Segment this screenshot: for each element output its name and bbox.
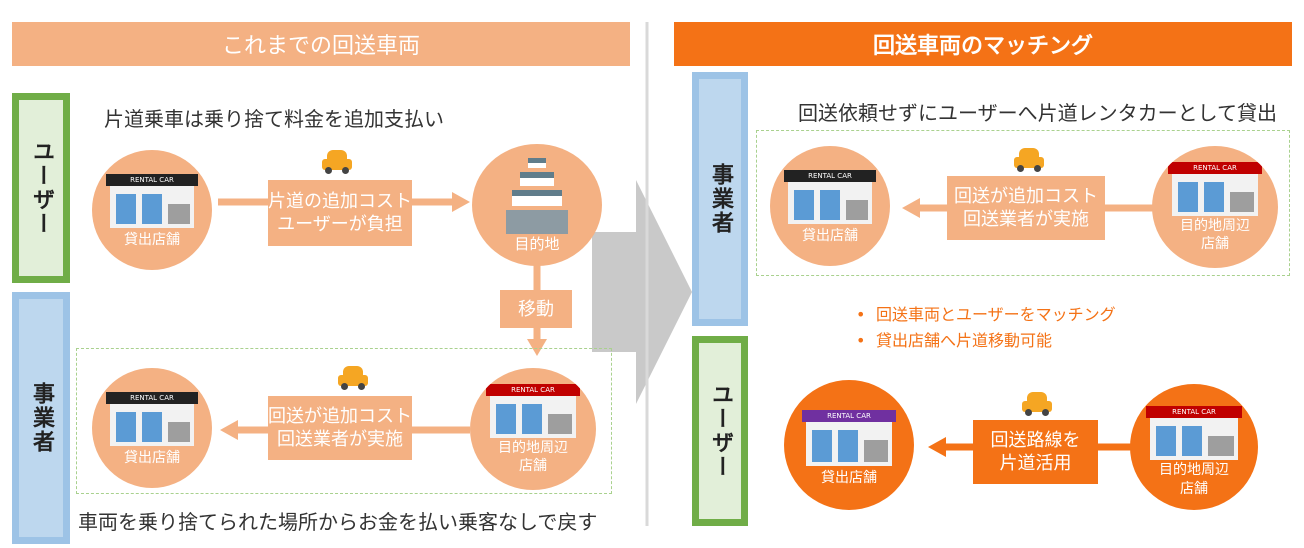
right-user-origin-store-circle: RENTAL CAR 貸出店舗 — [784, 380, 914, 510]
bullet-dot-icon: • — [856, 305, 866, 324]
right-operator-cost-line1: 回送が追加コスト — [954, 186, 1098, 207]
right-dest-store-circle: RENTAL CAR 目的地周辺 店舗 — [1152, 146, 1278, 268]
right-operator-caption: 回送依頼せずにユーザーへ片道レンタカーとして貸出 — [798, 101, 1277, 125]
left-operator-cost-box: 回送が追加コスト 回送業者が実施 — [268, 396, 412, 460]
store-icon: RENTAL CAR — [106, 174, 198, 228]
bullet-dot-icon: • — [856, 331, 866, 350]
right-operator-cost-line2: 回送業者が実施 — [963, 209, 1089, 230]
left-operator-caption: 車両を乗り捨てられた場所からお金を払い乗客なしで戻す — [78, 510, 598, 534]
bullet-text-2: 貸出店舗へ片道移動可能 — [876, 331, 1053, 350]
right-operator-label-bar: 事業者 — [692, 72, 748, 326]
left-destination-circle: 目的地 — [472, 144, 602, 266]
store-sign-text: RENTAL CAR — [1193, 164, 1237, 172]
store-icon: RENTAL CAR — [106, 392, 198, 446]
right-operator-cost-box: 回送が追加コスト 回送業者が実施 — [947, 176, 1105, 240]
right-user-route-line1: 回送路線を — [990, 430, 1081, 451]
right-op-arrowhead — [902, 198, 920, 218]
store-sign-text: RENTAL CAR — [130, 394, 174, 402]
right-operator-car-icon — [1014, 148, 1044, 172]
left-operator-cost-line1: 回送が追加コスト — [268, 406, 412, 427]
bullet-text-1: 回送車両とユーザーをマッチング — [876, 305, 1116, 324]
left-destination-label: 目的地 — [514, 235, 560, 253]
right-user-route-line2: 片道活用 — [999, 453, 1072, 474]
right-user-dest-store-label-2: 店舗 — [1180, 481, 1208, 497]
right-user-route-box: 回送路線を 片道活用 — [973, 420, 1098, 484]
left-move-label: 移動 — [518, 298, 554, 320]
store-sign-text: RENTAL CAR — [1172, 408, 1216, 416]
left-origin-store-label: 貸出店舗 — [124, 232, 180, 248]
left-user-car-icon — [322, 150, 352, 174]
left-operator-car-icon — [338, 366, 368, 390]
left-user-arrowhead — [452, 192, 470, 212]
right-dest-store-label-2: 店舗 — [1201, 236, 1229, 252]
left-header: これまでの回送車両 — [12, 22, 630, 66]
left-user-label: ユーザー — [29, 140, 54, 236]
left-move-arrowhead — [527, 339, 547, 356]
right-bullet-list: • 回送車両とユーザーをマッチング • 貸出店舗へ片道移動可能 — [856, 302, 1116, 354]
bullet-item: • 回送車両とユーザーをマッチング — [856, 302, 1116, 328]
right-origin-store-label: 貸出店舗 — [802, 228, 858, 244]
store-sign-text: RENTAL CAR — [808, 172, 852, 180]
store-icon: RENTAL CAR — [802, 410, 896, 466]
store-icon: RENTAL CAR — [784, 170, 876, 224]
left-operator-label-bar: 事業者 — [12, 292, 70, 544]
right-header-title: 回送車両のマッチング — [872, 34, 1093, 59]
right-user-label-bar: ユーザー — [692, 336, 748, 526]
store-sign-text: RENTAL CAR — [511, 386, 555, 394]
store-sign-text: RENTAL CAR — [130, 176, 174, 184]
left-user-cost-line2: ユーザーが負担 — [277, 214, 403, 235]
left-op-arrowhead — [220, 420, 238, 440]
left-user-cost-line1: 片道の追加コスト — [268, 191, 412, 212]
right-header: 回送車両のマッチング — [674, 22, 1292, 66]
right-operator-label: 事業者 — [708, 163, 733, 235]
right-operator-dashed-frame — [756, 130, 1290, 276]
right-origin-store-circle: RENTAL CAR 貸出店舗 — [770, 146, 890, 266]
left-user-cost-box: 片道の追加コスト ユーザーが負担 — [268, 180, 412, 246]
right-dest-store-label-1: 目的地周辺 — [1180, 218, 1250, 234]
transition-arrow — [592, 180, 692, 404]
right-user-origin-store-label: 貸出店舗 — [821, 470, 877, 486]
left-move-box: 移動 — [500, 290, 572, 328]
left-operator-label: 事業者 — [29, 382, 54, 454]
store-icon: RENTAL CAR — [486, 384, 580, 438]
left-origin-store-circle-2: RENTAL CAR 貸出店舗 — [92, 368, 212, 488]
right-user-arrowhead — [928, 437, 946, 457]
left-user-caption: 片道乗車は乗り捨て料金を追加支払い — [104, 107, 444, 131]
left-header-title: これまでの回送車両 — [221, 34, 420, 59]
store-sign-text: RENTAL CAR — [827, 412, 871, 420]
left-origin-store-label-2: 貸出店舗 — [124, 450, 180, 466]
left-origin-store-circle: RENTAL CAR 貸出店舗 — [92, 150, 212, 270]
left-dest-store-circle: RENTAL CAR 目的地周辺 店舗 — [470, 368, 596, 490]
left-dest-store-label-1: 目的地周辺 — [498, 440, 568, 456]
left-user-label-bar: ユーザー — [12, 93, 70, 283]
left-dest-store-label-2: 店舗 — [519, 458, 547, 474]
right-user-dest-store-label-1: 目的地周辺 — [1159, 462, 1229, 478]
store-icon: RENTAL CAR — [1146, 406, 1242, 460]
left-operator-dashed-frame — [76, 348, 612, 494]
bullet-item: • 貸出店舗へ片道移動可能 — [856, 328, 1116, 354]
left-operator-cost-line2: 回送業者が実施 — [277, 429, 403, 450]
right-user-dest-store-circle: RENTAL CAR 目的地周辺 店舗 — [1130, 384, 1258, 510]
right-user-label: ユーザー — [708, 383, 733, 479]
store-icon: RENTAL CAR — [1168, 162, 1262, 216]
castle-icon — [504, 158, 570, 236]
right-user-car-icon — [1022, 392, 1052, 416]
